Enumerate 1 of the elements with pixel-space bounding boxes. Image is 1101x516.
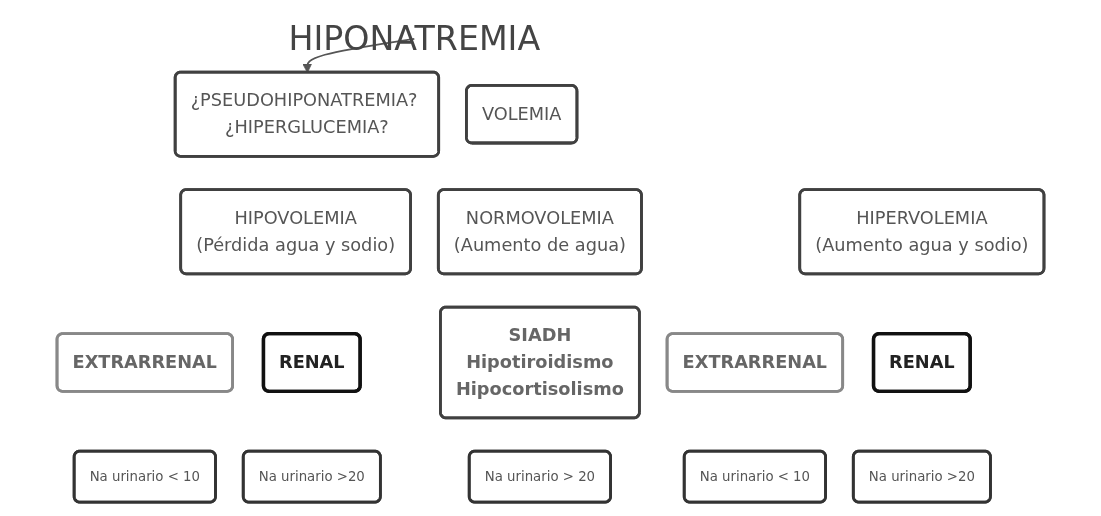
node-text: HIPONATREMIA [288, 19, 541, 59]
